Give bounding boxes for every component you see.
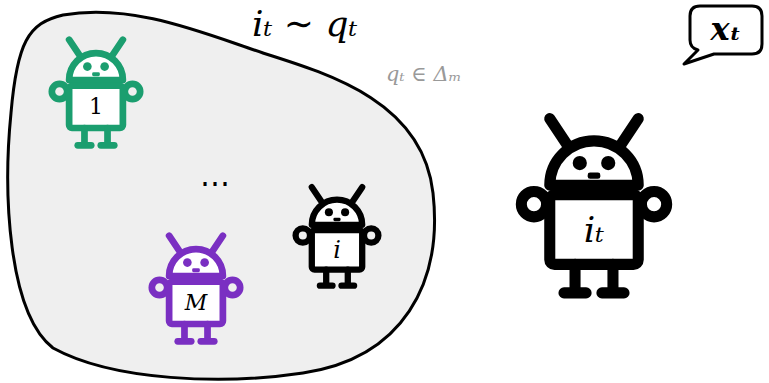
robot-figure (48, 32, 144, 152)
robot-body: i (312, 230, 362, 269)
agent-index: i (333, 238, 341, 262)
ellipsis: ⋯ (200, 168, 230, 198)
robot-agent: M (148, 228, 244, 348)
sampling-formula: iₜ ∼ qₜ (252, 6, 357, 42)
robot-body: M (169, 282, 223, 324)
agent-index: M (185, 292, 208, 314)
speech-bubble: xₜ (688, 4, 764, 58)
robot-body: 1 (69, 86, 123, 128)
population-region: ⋯ 1 iM (3, 3, 443, 380)
message-symbol: xₜ (711, 13, 742, 45)
simplex-note: qₜ ∈ Δₘ (386, 64, 462, 85)
agent-index: iₜ (584, 212, 604, 248)
bubble-content: xₜ (688, 4, 764, 54)
robot-body: iₜ (550, 195, 638, 265)
robot-agent: iₜ (515, 106, 673, 304)
robot-figure (292, 180, 382, 292)
robot-agent: i (292, 180, 382, 292)
robot-agent: 1 (48, 32, 144, 152)
agent-index: 1 (89, 96, 103, 118)
robot-figure (148, 228, 244, 348)
robot-figure (515, 106, 673, 304)
